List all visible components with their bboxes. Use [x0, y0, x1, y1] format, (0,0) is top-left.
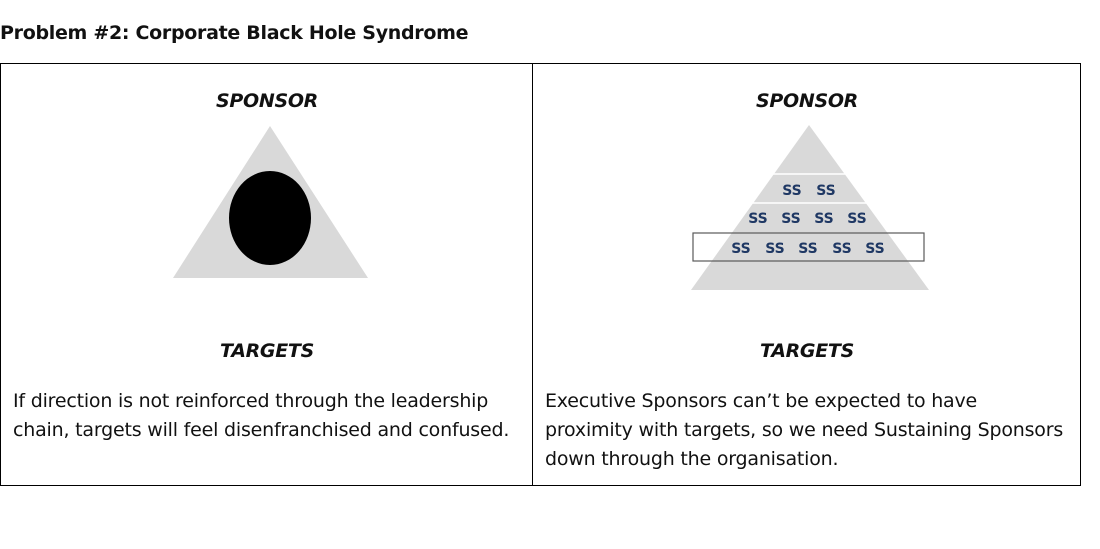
comparison-table: SPONSOR TARGETS If direction is not rein…	[0, 63, 1081, 486]
description-line: proximity with targets, so we need Susta…	[545, 419, 1064, 441]
ss-label: SS	[748, 211, 768, 227]
description-line: Executive Sponsors can’t be expected to …	[545, 390, 978, 412]
left-description: If direction is not reinforced through t…	[13, 387, 509, 445]
ss-label: SS	[847, 211, 867, 227]
right-description: Executive Sponsors can’t be expected to …	[545, 387, 1063, 474]
targets-label: TARGETS	[220, 340, 314, 362]
left-panel: SPONSOR TARGETS If direction is not rein…	[1, 64, 532, 485]
right-panel: SPONSOR SS SS SS SS SS SS SS SS SS SS SS…	[533, 64, 1081, 485]
target-level-highlight-box	[692, 232, 925, 262]
black-hole-diagram	[173, 126, 368, 278]
sponsor-label: SPONSOR	[215, 90, 319, 112]
ss-label: SS	[814, 211, 834, 227]
ss-label: SS	[765, 241, 785, 257]
targets-label: TARGETS	[760, 340, 854, 362]
page-title: Problem #2: Corporate Black Hole Syndrom…	[0, 22, 469, 44]
ss-label: SS	[832, 241, 852, 257]
description-line: chain, targets will feel disenfranchised…	[13, 419, 510, 441]
black-hole-circle	[229, 171, 311, 265]
ss-label: SS	[731, 241, 751, 257]
sponsor-label: SPONSOR	[755, 90, 859, 112]
description-line: If direction is not reinforced through t…	[13, 390, 489, 412]
sponsor-triangle	[691, 125, 929, 290]
sustaining-sponsors-diagram: SS SS SS SS SS SS SS SS SS SS SS	[691, 125, 929, 290]
ss-label: SS	[816, 183, 836, 199]
ss-label: SS	[865, 241, 885, 257]
column-divider	[532, 64, 533, 485]
ss-label: SS	[782, 183, 802, 199]
ss-label: SS	[798, 241, 818, 257]
description-line: down through the organisation.	[545, 448, 839, 470]
ss-label: SS	[781, 211, 801, 227]
